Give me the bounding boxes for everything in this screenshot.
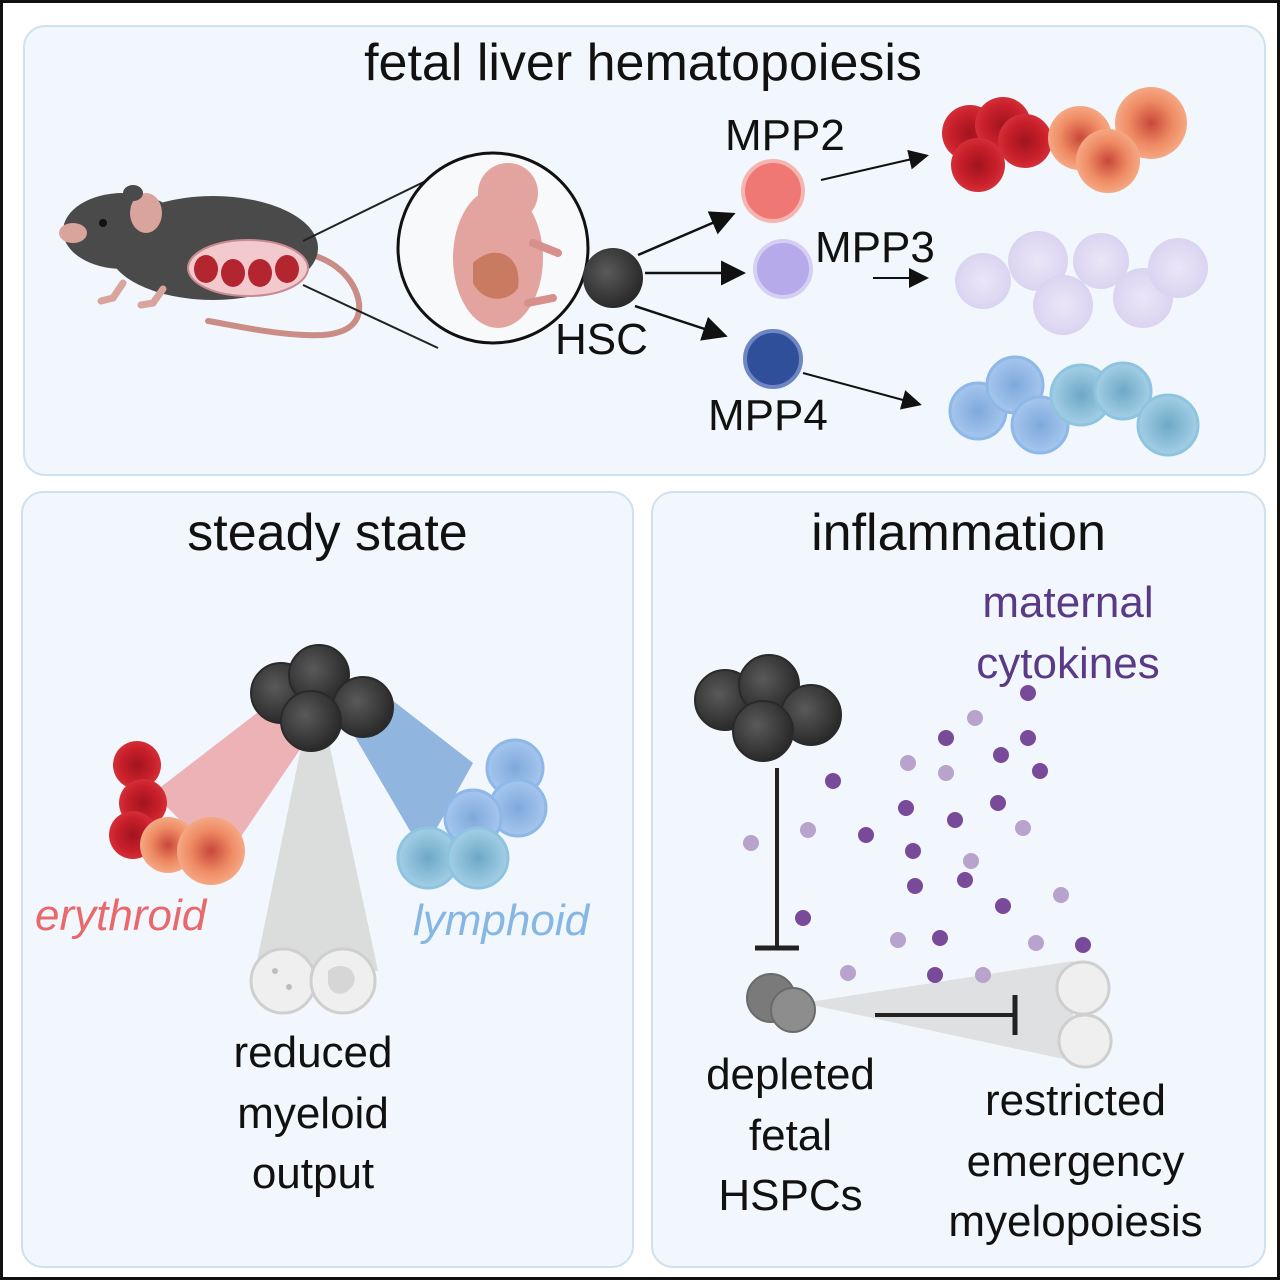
cytokine-dot xyxy=(1075,937,1091,953)
restricted-line-2: emergency xyxy=(966,1136,1185,1186)
cytokine-dot xyxy=(907,878,923,894)
mpp3-label: MPP3 xyxy=(815,223,935,272)
lymphoid-cell-cluster xyxy=(948,355,1200,457)
cytokine-dot xyxy=(795,910,811,926)
cytokine-dot xyxy=(1015,820,1031,836)
cytokine-line-2: cytokines xyxy=(976,638,1160,688)
lymphoid-cells-steady xyxy=(396,738,548,890)
myeloid-cell-cluster xyxy=(955,231,1208,335)
depleted-hspc-cells xyxy=(746,973,816,1033)
steady-state-title: steady state xyxy=(187,504,468,562)
hspc-line-3: HSPCs xyxy=(718,1171,863,1221)
erythroid-cell-cluster xyxy=(942,87,1187,193)
mpp4-cell xyxy=(743,329,803,389)
erythroid-label: erythroid xyxy=(35,891,207,940)
cytokine-dot xyxy=(963,853,979,869)
depleted-fetal-hspcs-label: depleted fetal HSPCs xyxy=(663,1045,918,1227)
lymphoid-label: lymphoid xyxy=(413,896,590,945)
cytokine-dot xyxy=(932,930,948,946)
cytokine-dot xyxy=(975,967,991,983)
cytokine-dot xyxy=(1032,763,1048,779)
cytokine-dot xyxy=(898,800,914,816)
reduced-myeloid-output-label: reduced myeloid output xyxy=(163,1023,463,1205)
diagram-artwork xyxy=(59,87,1208,1069)
hspc-line-2: fetal xyxy=(748,1110,833,1160)
hsc-cell xyxy=(583,248,643,308)
myeloid-line-3: output xyxy=(251,1149,375,1199)
mpp4-label: MPP4 xyxy=(708,391,828,440)
cytokine-dot xyxy=(890,932,906,948)
myeloid-line-1: reduced xyxy=(233,1028,393,1077)
cytokine-dot xyxy=(938,765,954,781)
myeloid-line-2: myeloid xyxy=(237,1088,389,1138)
cytokine-dot xyxy=(743,835,759,851)
differentiation-arrows xyxy=(634,149,929,410)
cytokine-dots xyxy=(743,685,1091,983)
hspc-cluster-steady xyxy=(250,644,394,752)
inhibition-bar-vertical xyxy=(755,768,799,951)
hspc-cluster-inflammation xyxy=(694,654,842,762)
cytokine-dot xyxy=(957,872,973,888)
restricted-emergency-myelopoiesis-label: restricted emergency myelopoiesis xyxy=(908,1071,1243,1253)
cytokine-dot xyxy=(858,827,874,843)
emergency-myelopoiesis-fan xyxy=(803,961,1073,1061)
restricted-line-3: myelopoiesis xyxy=(948,1197,1203,1247)
cytokine-dot xyxy=(825,773,841,789)
cytokine-dot xyxy=(840,965,856,981)
myeloid-fan xyxy=(255,738,378,971)
cytokine-dot xyxy=(995,898,1011,914)
erythroid-cells-steady xyxy=(109,741,245,885)
myeloid-cells-inflammation xyxy=(1055,960,1113,1069)
cytokine-dot xyxy=(1020,685,1036,701)
mpp2-cell xyxy=(741,159,805,223)
mpp3-cell xyxy=(753,239,813,299)
inflammation-title: inflammation xyxy=(811,504,1106,562)
cytokine-dot xyxy=(967,710,983,726)
mouse-illustration xyxy=(59,174,439,349)
top-panel-title: fetal liver hematopoiesis xyxy=(364,34,922,92)
hsc-label: HSC xyxy=(555,315,648,364)
myeloid-cells-steady xyxy=(249,947,377,1015)
maternal-cytokines-label: maternal cytokines xyxy=(923,573,1213,694)
erythroid-fan xyxy=(153,693,318,863)
cytokine-line-1: maternal xyxy=(982,578,1154,627)
mpp2-label: MPP2 xyxy=(725,111,845,160)
cytokine-dot xyxy=(927,967,943,983)
cytokine-dot xyxy=(1053,887,1069,903)
cytokine-dot xyxy=(947,812,963,828)
embryo-zoom-circle xyxy=(396,151,590,345)
restricted-line-1: restricted xyxy=(985,1076,1166,1125)
cytokine-dot xyxy=(990,795,1006,811)
cytokine-dot xyxy=(900,755,916,771)
cytokine-dot xyxy=(1028,935,1044,951)
hspc-line-1: depleted xyxy=(706,1050,875,1099)
cytokine-dot xyxy=(800,822,816,838)
inhibition-bar-horizontal xyxy=(875,995,1018,1035)
cytokine-dot xyxy=(993,747,1009,763)
cytokine-dot xyxy=(1020,730,1036,746)
cytokine-dot xyxy=(938,730,954,746)
cytokine-dot xyxy=(905,843,921,859)
